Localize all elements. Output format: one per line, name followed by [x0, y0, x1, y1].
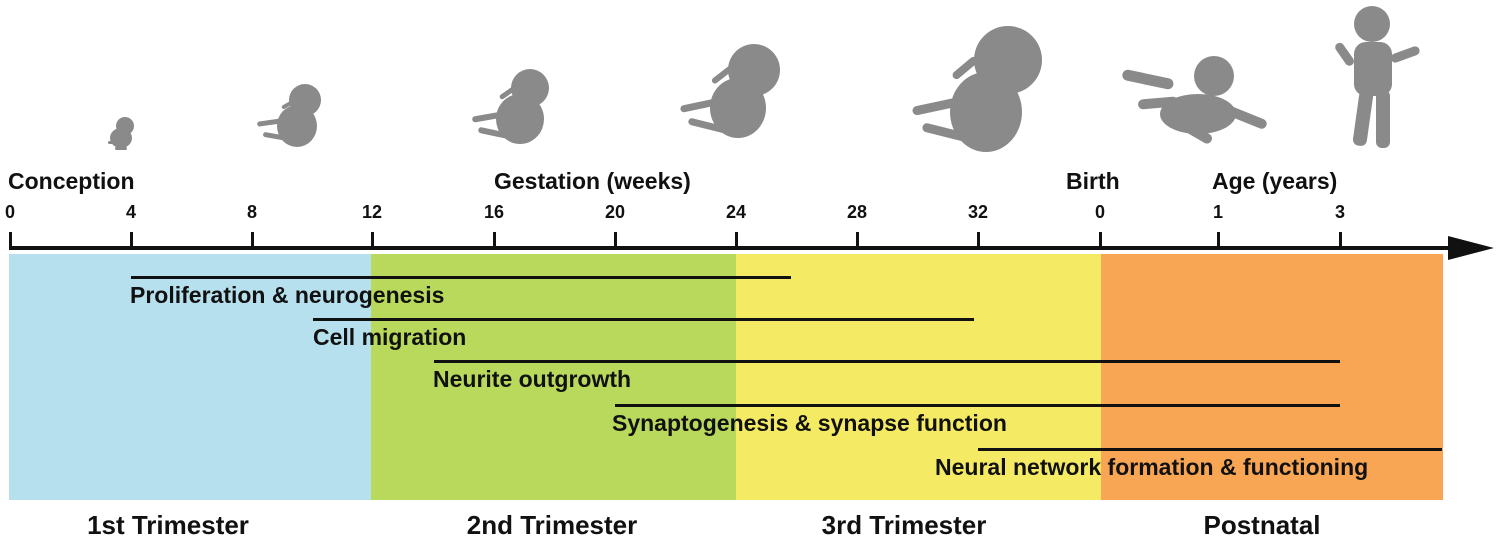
- band-2nd-trimester: [371, 254, 736, 500]
- fetus-icon: [680, 44, 780, 138]
- axis-tick: [371, 232, 374, 248]
- tick-label: 0: [1094, 202, 1106, 222]
- axis-tick: [1339, 232, 1342, 248]
- timeline-axis-arrow: [9, 236, 1494, 260]
- axis-tick: [1217, 232, 1220, 248]
- process-label: Synaptogenesis & synapse function: [612, 410, 1007, 436]
- tick-label: 12: [361, 202, 383, 222]
- fetus-icon: [257, 84, 321, 147]
- process-line-neurite-outgrowth: [434, 360, 1340, 363]
- axis-tick: [251, 232, 254, 248]
- period-label-2nd-trimester: 2nd Trimester: [466, 510, 638, 540]
- band-1st-trimester: [9, 254, 371, 500]
- tick-label: 0: [4, 202, 16, 222]
- axis-tick: [1099, 232, 1102, 248]
- gestation-axis-label: Gestation (weeks): [494, 168, 691, 194]
- fetus-icon: [472, 69, 549, 144]
- axis-tick: [130, 232, 133, 248]
- process-label: Neural network formation & functioning: [935, 454, 1369, 480]
- process-label: Neurite outgrowth: [433, 366, 632, 392]
- band-postnatal: [1101, 254, 1443, 500]
- birth-label: Birth: [1066, 168, 1120, 194]
- tick-label: 20: [604, 202, 626, 222]
- process-label: Cell migration: [313, 324, 467, 350]
- tick-label: 8: [246, 202, 258, 222]
- axis-tick: [735, 232, 738, 248]
- period-label-1st-trimester: 1st Trimester: [87, 510, 249, 540]
- tick-label: 16: [483, 202, 505, 222]
- tick-label: 1: [1212, 202, 1224, 222]
- axis-tick: [9, 232, 12, 248]
- conception-label: Conception: [8, 168, 135, 194]
- period-label-postnatal: Postnatal: [1203, 510, 1321, 540]
- tick-label: 24: [725, 202, 747, 222]
- tick-label: 3: [1334, 202, 1346, 222]
- tick-label: 32: [967, 202, 989, 222]
- toddler-icon: [1335, 6, 1420, 148]
- tick-label: 4: [125, 202, 137, 222]
- infant-icon: [1122, 56, 1267, 144]
- axis-tick: [977, 232, 980, 248]
- axis-tick: [493, 232, 496, 248]
- axis-tick: [856, 232, 859, 248]
- process-label: Proliferation & neurogenesis: [130, 282, 445, 308]
- period-label-3rd-trimester: 3rd Trimester: [821, 510, 987, 540]
- age-axis-label: Age (years): [1212, 168, 1338, 194]
- tick-label: 28: [846, 202, 868, 222]
- embryo-icon: [108, 117, 134, 150]
- band-3rd-trimester: [736, 254, 1101, 500]
- process-line-proliferation: [131, 276, 791, 279]
- fetus-icon: [912, 26, 1042, 152]
- process-line-synaptogenesis: [615, 404, 1340, 407]
- process-line-cell-migration: [313, 318, 974, 321]
- process-line-neural-network: [978, 448, 1442, 451]
- axis-tick: [614, 232, 617, 248]
